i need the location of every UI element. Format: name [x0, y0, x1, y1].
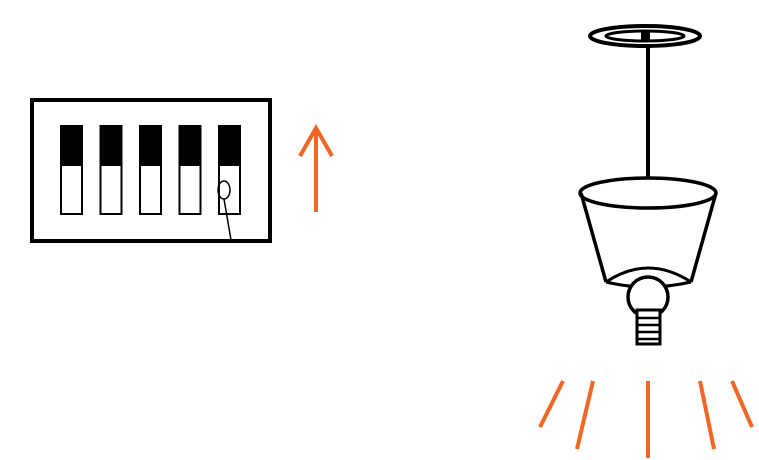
- dip-switch-knob: [140, 126, 161, 166]
- dip-switch-knob: [101, 126, 122, 166]
- dip-switch-2: [101, 126, 122, 214]
- ceiling-mount: [590, 26, 700, 46]
- light-ray: [732, 381, 752, 427]
- dip-switch-3: [140, 126, 161, 214]
- up-arrow-icon: [300, 128, 332, 212]
- pendant-lamp-icon: [580, 26, 716, 344]
- dip-switch-knob: [219, 126, 240, 166]
- lamp-shade: [580, 178, 716, 287]
- light-ray: [540, 381, 563, 427]
- light-ray: [700, 381, 714, 449]
- dip-switch-1: [61, 126, 82, 214]
- light-ray: [577, 381, 593, 449]
- light-bulb-icon: [628, 277, 668, 344]
- dip-switch-4: [180, 126, 201, 214]
- dip-switch-knob: [180, 126, 201, 166]
- dip-switch-knob: [61, 126, 82, 166]
- dip-switch-panel: [32, 100, 270, 241]
- dip-switch-5: [219, 126, 240, 214]
- light-rays: [540, 381, 752, 458]
